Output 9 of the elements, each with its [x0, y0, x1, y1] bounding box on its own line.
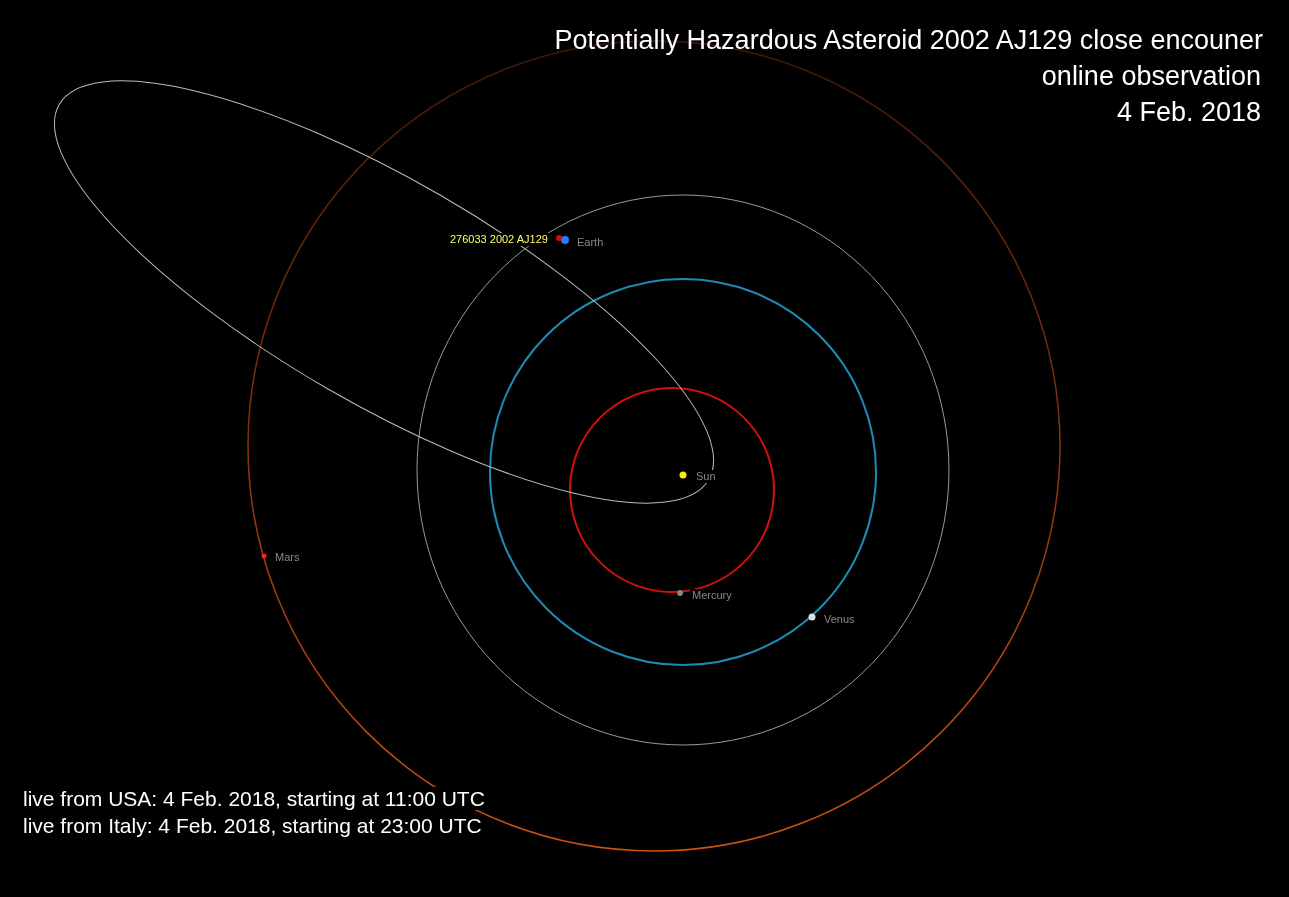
planet-label: Venus — [822, 613, 857, 626]
schedule-text: live from Italy: 4 Feb. 2018, starting at 23:00 UTC — [21, 814, 484, 837]
sun-label: Sun — [694, 470, 718, 483]
asteroid-label: 276033 2002 AJ129 — [448, 233, 550, 246]
title: Potentially Hazardous Asteroid 2002 AJ129 close encouner — [554, 27, 1263, 54]
schedule-text: live from USA: 4 Feb. 2018, starting at 11:00 UTC — [21, 787, 487, 810]
planet-label: Earth — [575, 236, 606, 249]
planet-label: Mars — [273, 551, 302, 564]
planet-label: Mercury — [690, 589, 734, 602]
